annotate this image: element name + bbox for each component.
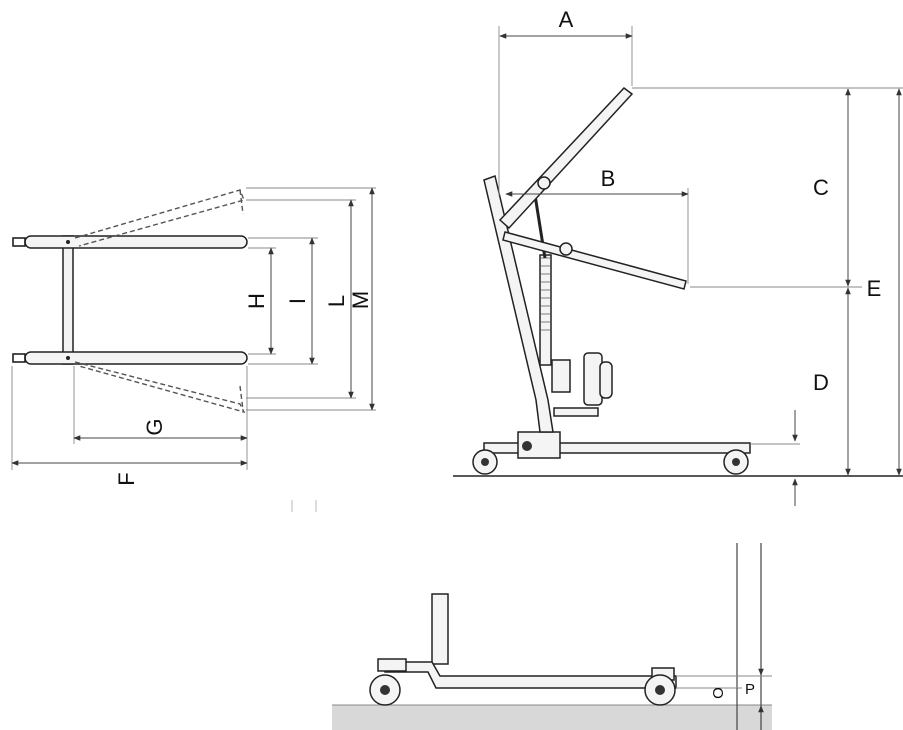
side-view-mast <box>483 175 554 433</box>
label-m: M <box>348 291 373 309</box>
top-view: H I L M G F <box>11 187 376 486</box>
side-view-base <box>483 442 751 454</box>
label-g: G <box>142 418 167 435</box>
detail-view-mast <box>431 593 449 665</box>
top-view-lower-leg <box>24 351 248 365</box>
label-i: I <box>285 298 310 304</box>
top-view-lower-leg-open <box>74 361 246 414</box>
label-e: E <box>867 276 882 301</box>
label-f: F <box>114 472 139 485</box>
detail-view-ground <box>332 705 772 730</box>
label-l: L <box>324 295 349 307</box>
side-view-handle-bar <box>553 407 599 417</box>
label-p: P <box>745 681 755 698</box>
label-a: A <box>559 7 574 32</box>
side-view-actuator <box>539 254 552 366</box>
top-view-cap-lower <box>12 353 26 363</box>
side-view-boom-raised <box>498 86 634 230</box>
label-b: B <box>601 166 616 191</box>
side-view-boom-lowered <box>502 231 687 290</box>
label-o: O <box>710 687 727 699</box>
top-view-upper-leg-open <box>74 189 245 247</box>
top-view-upper-leg <box>24 235 248 249</box>
side-view-control-box <box>551 359 571 393</box>
top-view-cap-upper <box>12 237 26 247</box>
detail-view-base <box>384 661 677 689</box>
label-c: C <box>813 175 829 200</box>
detail-view: O P <box>332 543 772 730</box>
side-view: A B C D E <box>453 7 903 506</box>
label-h: H <box>244 293 269 309</box>
top-view-crossbar <box>62 235 74 365</box>
label-d: D <box>813 370 829 395</box>
